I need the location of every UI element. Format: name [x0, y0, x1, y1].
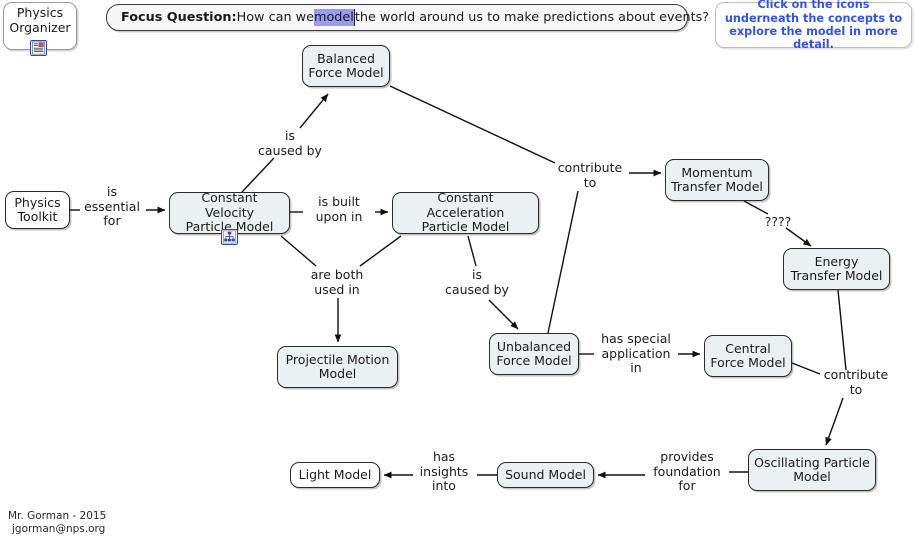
edge-unbalanced-to-contribute-label	[547, 190, 579, 334]
edge-cvpm-to-caused-label	[241, 157, 275, 193]
link-label-contribute-to-top[interactable]: contribute to	[557, 160, 623, 190]
edge-caused2-label-to-unbalanced	[488, 299, 519, 330]
edge-central-to-contribute2-label	[791, 362, 821, 375]
edge-caused-label-to-balanced	[299, 93, 329, 129]
instructions-text: Click on the icons underneath the concep…	[724, 0, 903, 52]
concept-node-label: Energy Transfer Model	[790, 253, 883, 283]
focus-question-text-after: the world around us to make predictions …	[354, 10, 710, 25]
concept-node-constant-acceleration-particle[interactable]: Constant Acceleration Particle Model	[392, 190, 539, 235]
concept-node-unbalanced-force[interactable]: Unbalanced Force Model	[489, 333, 579, 375]
signature-email: jgorman@nps.org	[12, 522, 106, 535]
organizer-label-line1: Physics	[16, 5, 64, 20]
concept-map-icon[interactable]	[221, 229, 238, 245]
focus-question-selected-word[interactable]: model	[313, 9, 355, 26]
link-label-is-caused-by-mid[interactable]: is caused by	[445, 267, 509, 297]
concept-node-balanced-force[interactable]: Balanced Force Model	[302, 45, 390, 87]
concept-node-label: Constant Velocity Particle Model	[185, 190, 274, 235]
concept-node-label: Central Force Model	[710, 340, 786, 370]
concept-node-label: Light Model	[298, 466, 372, 482]
focus-question-text-before: How can we	[236, 10, 314, 25]
organizer-label-line2: Organizer	[9, 19, 71, 35]
concept-node-projectile-motion[interactable]: Projectile Motion Model	[277, 346, 398, 388]
link-label-contribute-to-right[interactable]: contribute to	[823, 367, 889, 397]
link-label-is-caused-by-top[interactable]: is caused by	[258, 128, 322, 158]
concept-node-light-model[interactable]: Light Model	[290, 462, 380, 488]
edge-contribute2-label-to-oscillating	[825, 397, 844, 446]
concept-node-label: Oscillating Particle Model	[754, 454, 870, 484]
edge-qmarks-label-to-energy	[785, 227, 812, 247]
concept-node-oscillating-particle[interactable]: Oscillating Particle Model	[748, 449, 876, 491]
concept-node-central-force[interactable]: Central Force Model	[704, 335, 792, 377]
link-label-has-special-application-in[interactable]: has special application in	[601, 331, 671, 375]
link-label-is-built-upon-in[interactable]: is built upon in	[315, 194, 363, 224]
concept-node-physics-toolkit[interactable]: Physics Toolkit	[5, 191, 70, 229]
edge-cvpm-to-useding-label	[280, 235, 317, 267]
link-label-provides-foundation-for[interactable]: provides foundation for	[653, 449, 721, 493]
edge-energy-to-contribute2-label	[837, 289, 847, 371]
edge-capm-to-usedin-label	[359, 235, 402, 267]
document-resource-icon[interactable]	[30, 40, 47, 56]
signature-name: Mr. Gorman - 2015	[8, 510, 107, 522]
concept-node-energy-transfer[interactable]: Energy Transfer Model	[783, 248, 890, 290]
concept-node-label: Sound Model	[505, 466, 586, 482]
focus-question-label: Focus Question:	[121, 10, 237, 25]
concept-node-sound-model[interactable]: Sound Model	[497, 462, 594, 488]
link-label-is-essential-for[interactable]: is essential for	[84, 184, 140, 228]
edge-balanced-to-contribute-label	[389, 85, 556, 164]
concept-node-label: Constant Acceleration Particle Model	[421, 190, 510, 235]
edge-capm-to-caused2-label	[467, 235, 477, 267]
concept-node-constant-velocity-particle[interactable]: Constant Velocity Particle Model	[169, 190, 290, 235]
link-label-are-both-used-in[interactable]: are both used in	[310, 267, 364, 297]
link-label-has-insights-into[interactable]: has insights into	[419, 449, 469, 493]
concept-node-momentum-transfer[interactable]: Momentum Transfer Model	[665, 159, 769, 201]
link-label-question-marks[interactable]: ????	[764, 214, 792, 229]
instructions-box: Click on the icons underneath the concep…	[715, 0, 912, 51]
focus-question-box[interactable]: Focus Question: How can we model the wor…	[106, 4, 709, 31]
author-signature: Mr. Gorman - 2015 jgorman@nps.org	[8, 510, 106, 535]
concept-node-label: Balanced Force Model	[308, 50, 384, 80]
concept-node-label: Physics Toolkit	[14, 194, 61, 224]
concept-node-label: Projectile Motion Model	[285, 351, 390, 381]
concept-node-label: Momentum Transfer Model	[671, 164, 763, 194]
concept-node-label: Unbalanced Force Model	[496, 338, 572, 368]
edge-momentum-to-qmarks-label	[743, 200, 769, 215]
